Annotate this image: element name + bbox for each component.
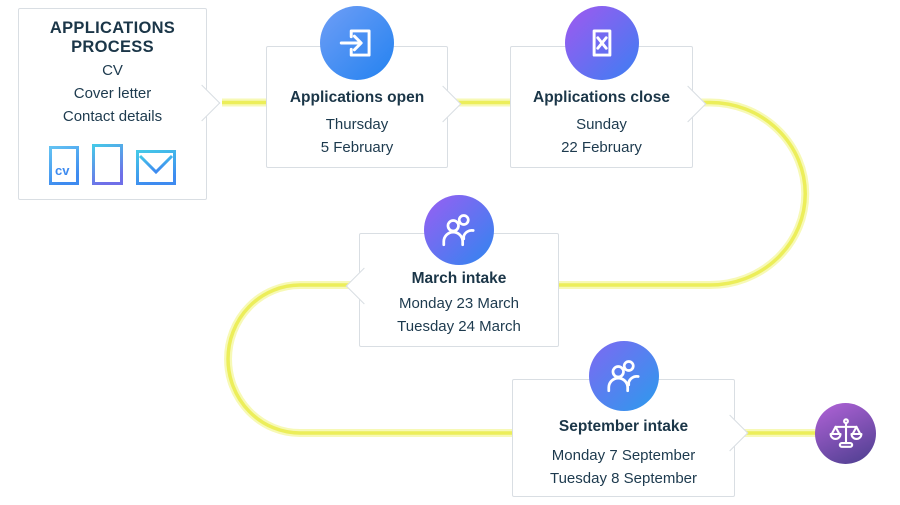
milestone-title: Applications close [533,89,670,106]
milestone-date-line: 5 February [320,139,394,156]
milestone-date-line: Sunday [576,116,627,133]
people-icon [442,214,475,247]
milestone-dates: Monday 23 March Tuesday 24 March [360,292,558,338]
panel-item-cv: CV [102,62,123,79]
cv-glyph-text: cv [55,163,70,178]
envelope-icon [136,150,176,185]
people-icon [606,360,640,393]
milestone-dates: Thursday 5 February [267,113,447,159]
panel-title-line1: APPLICATIONS [49,19,176,37]
panel-item-contact-details: Contact details [62,108,163,125]
milestone-date-line: Tuesday 24 March [397,318,521,335]
milestone-badge [424,195,494,265]
milestone-card-september-intake: September intake Monday 7 September Tues… [512,341,749,497]
milestone-badge [320,6,394,80]
close-box-icon [592,29,611,57]
milestone-title: September intake [558,418,689,435]
milestone-dates: Monday 7 September Tuesday 8 September [513,444,734,490]
panel-item-list: CV Cover letter Contact details [19,59,206,128]
applications-process-panel: APPLICATIONS PROCESS CV Cover letter Con… [18,8,221,200]
scales-icon [829,417,862,448]
milestone-badge [588,341,659,411]
sign-in-icon [339,29,371,57]
milestone-badge [564,6,639,80]
milestone-title: March intake [411,270,507,287]
document-lines-icon [92,144,123,185]
end-badge [815,403,876,464]
milestone-card-applications-close: Applications close Sunday 22 February [510,6,707,168]
milestone-card-applications-open: Applications open Thursday 5 February [266,6,462,168]
panel-icon-row: cv [19,144,206,185]
milestone-date-line: Monday 7 September [551,447,696,464]
panel-title-line2: PROCESS [71,38,154,56]
milestone-date-line: 22 February [561,139,642,156]
panel-item-cover-letter: Cover letter [73,85,152,102]
milestone-date-line: Monday 23 March [398,295,520,312]
milestone-card-march-intake: March intake Monday 23 March Tuesday 24 … [345,195,559,347]
milestone-dates: Sunday 22 February [511,113,692,159]
cv-document-icon: cv [49,146,79,185]
milestone-date-line: Thursday [325,116,389,133]
milestone-date-line: Tuesday 8 September [549,470,698,487]
milestone-title: Applications open [289,89,425,106]
